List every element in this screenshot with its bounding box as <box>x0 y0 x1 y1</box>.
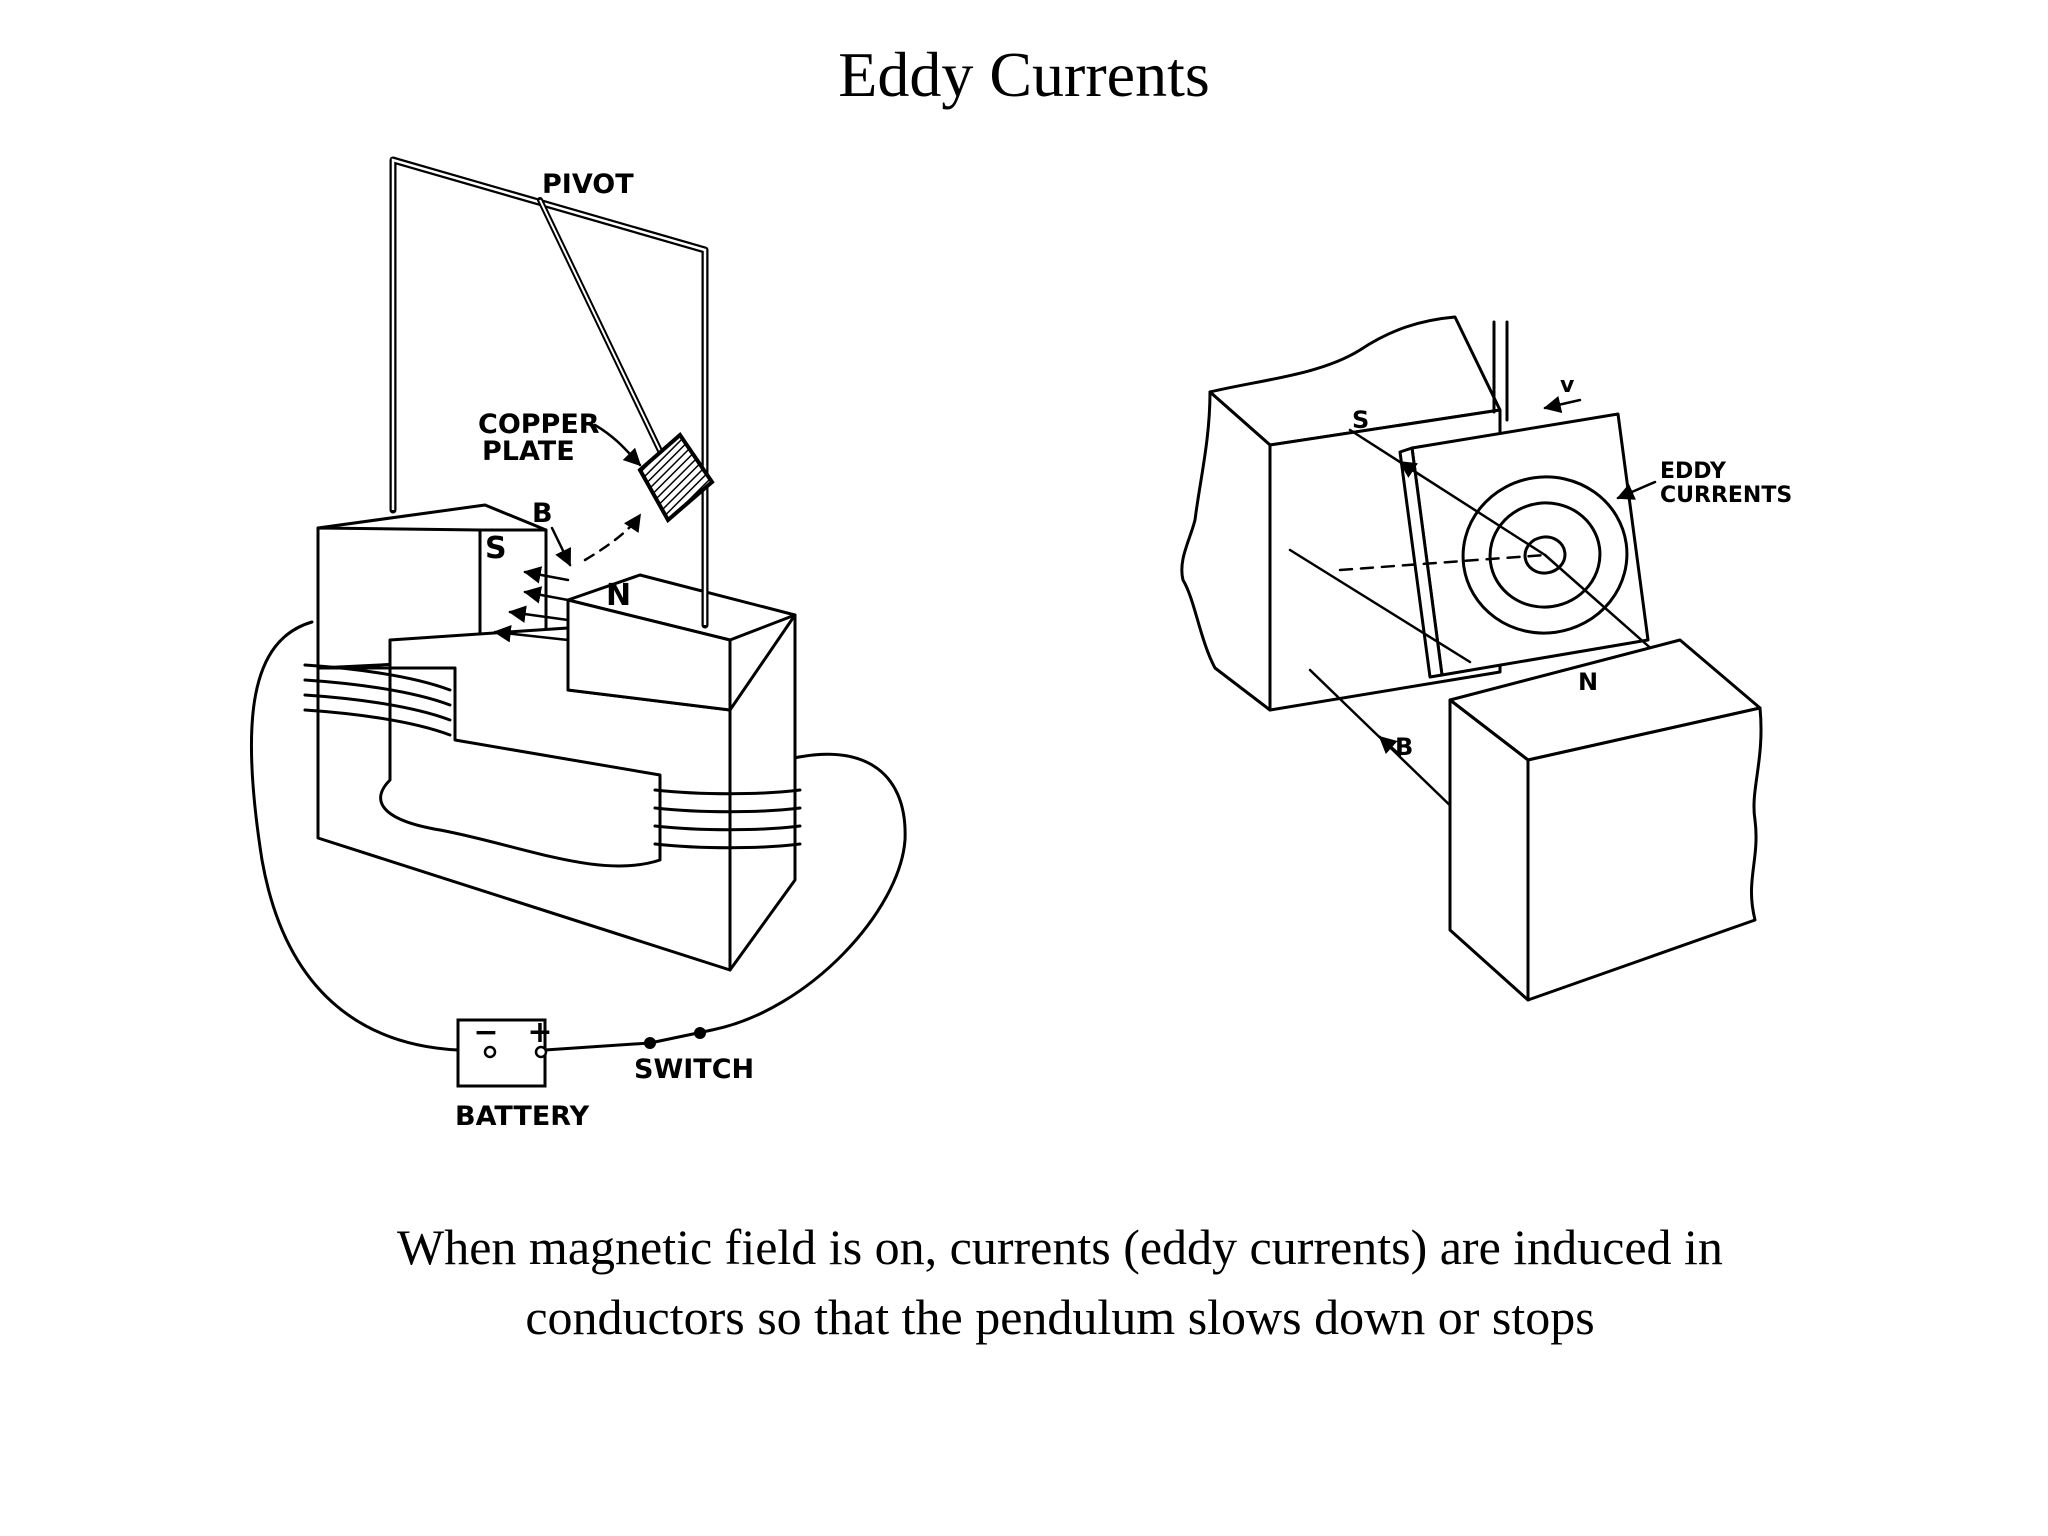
right-coil <box>653 788 802 850</box>
eddy-currents-label-1: EDDY <box>1660 459 1727 484</box>
caption-line-1: When magnetic field is on, currents (edd… <box>397 1219 1723 1275</box>
field-b-label: B <box>532 498 553 529</box>
copper-plate-pointer <box>593 423 642 467</box>
right-north-label: N <box>1578 668 1598 696</box>
n-block-side <box>1526 706 1763 1002</box>
left-coil <box>303 663 452 737</box>
battery-plus-sign: + <box>527 1015 552 1050</box>
s-block-side <box>1180 390 1272 712</box>
suspension-rod <box>1492 320 1509 422</box>
north-pole-label: N <box>606 578 631 613</box>
battery-plus-terminal <box>534 1045 548 1059</box>
switch-lever <box>648 1028 714 1045</box>
battery-minus-sign: − <box>473 1015 498 1050</box>
copper-plate <box>637 432 715 524</box>
battery-minus-terminal <box>483 1045 497 1059</box>
slide-title: Eddy Currents <box>838 39 1210 110</box>
eddy-pointer <box>1616 480 1657 500</box>
switch-label: SWITCH <box>634 1054 754 1085</box>
circuit-wire <box>249 620 907 1052</box>
velocity-label: v <box>1560 373 1575 398</box>
field-axis-dashed <box>1338 553 1547 572</box>
eddy-current-rings <box>1461 475 1629 635</box>
right-south-label: S <box>1352 406 1369 434</box>
pivot-label: PIVOT <box>542 169 634 200</box>
right-field-b-label: B <box>1395 733 1413 761</box>
conducting-plate-edge <box>1398 446 1444 679</box>
pendulum-apparatus-diagram: − + PIVOT COPPER PLATE B S N BATTERY SWI… <box>249 156 907 1132</box>
s-block-top <box>1208 315 1502 447</box>
yoke-right-pole-front <box>566 598 732 712</box>
south-pole-label: S <box>485 531 507 566</box>
field-arrow-upper <box>1398 460 1422 478</box>
field-arrow-b <box>1378 735 1402 757</box>
pendulum-arm-inner <box>539 199 663 456</box>
eddy-currents-label-2: CURRENTS <box>1660 483 1792 508</box>
copper-plate-label-2: PLATE <box>482 436 575 467</box>
pendulum-frame-inner <box>391 158 707 625</box>
swing-path <box>583 513 642 562</box>
velocity-arrow <box>1543 395 1582 414</box>
yoke-window <box>379 666 662 868</box>
caption-line-2: conductors so that the pendulum slows do… <box>525 1289 1595 1345</box>
eddy-current-detail-diagram: S N v EDDY CURRENTS B <box>1180 315 1792 1002</box>
copper-plate-label-1: COPPER <box>478 409 600 440</box>
b-pointer-arrow <box>550 526 572 567</box>
field-arrows <box>493 566 570 643</box>
battery-label: BATTERY <box>455 1101 590 1132</box>
caption: When magnetic field is on, currents (edd… <box>200 1212 1920 1352</box>
